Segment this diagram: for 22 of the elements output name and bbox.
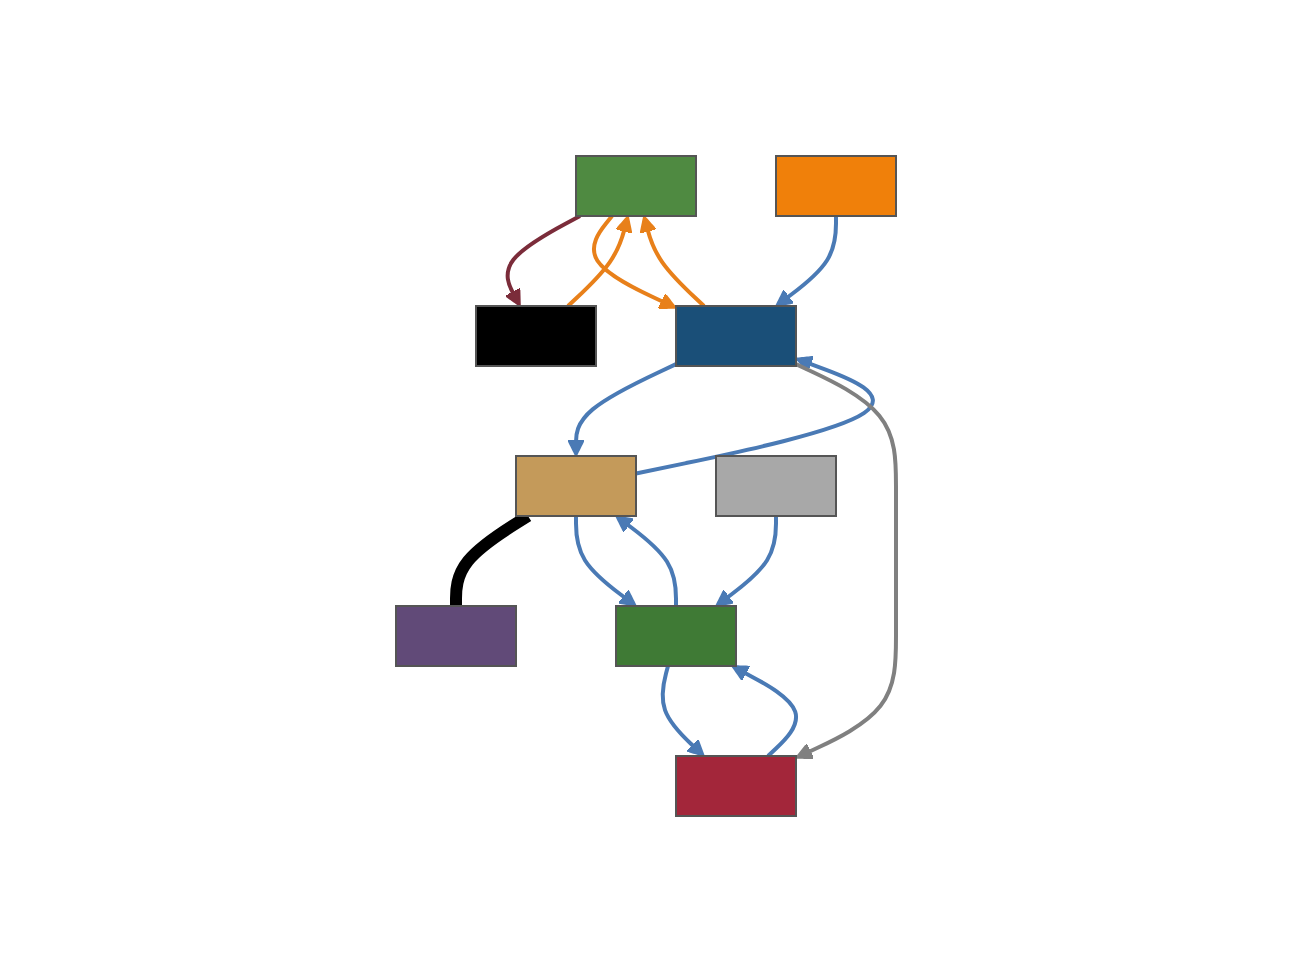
node-box xyxy=(615,605,737,667)
arrow xyxy=(775,216,838,307)
arrow xyxy=(635,355,875,476)
node-box xyxy=(675,305,797,367)
arrow xyxy=(615,515,678,606)
node-box xyxy=(675,755,797,817)
node-box xyxy=(715,455,837,517)
node-box xyxy=(395,605,517,667)
arrow xyxy=(660,665,705,757)
arrow xyxy=(795,362,898,760)
node-box xyxy=(775,155,897,217)
node-box xyxy=(575,155,697,217)
node-box xyxy=(475,305,597,367)
arrow xyxy=(592,214,677,310)
arrow xyxy=(504,214,581,307)
arrow xyxy=(574,516,637,607)
arrow xyxy=(567,362,677,457)
node-box xyxy=(515,455,637,517)
arrow xyxy=(639,215,706,308)
arrow xyxy=(731,665,798,758)
arrow xyxy=(715,516,778,607)
arrow xyxy=(566,215,633,308)
